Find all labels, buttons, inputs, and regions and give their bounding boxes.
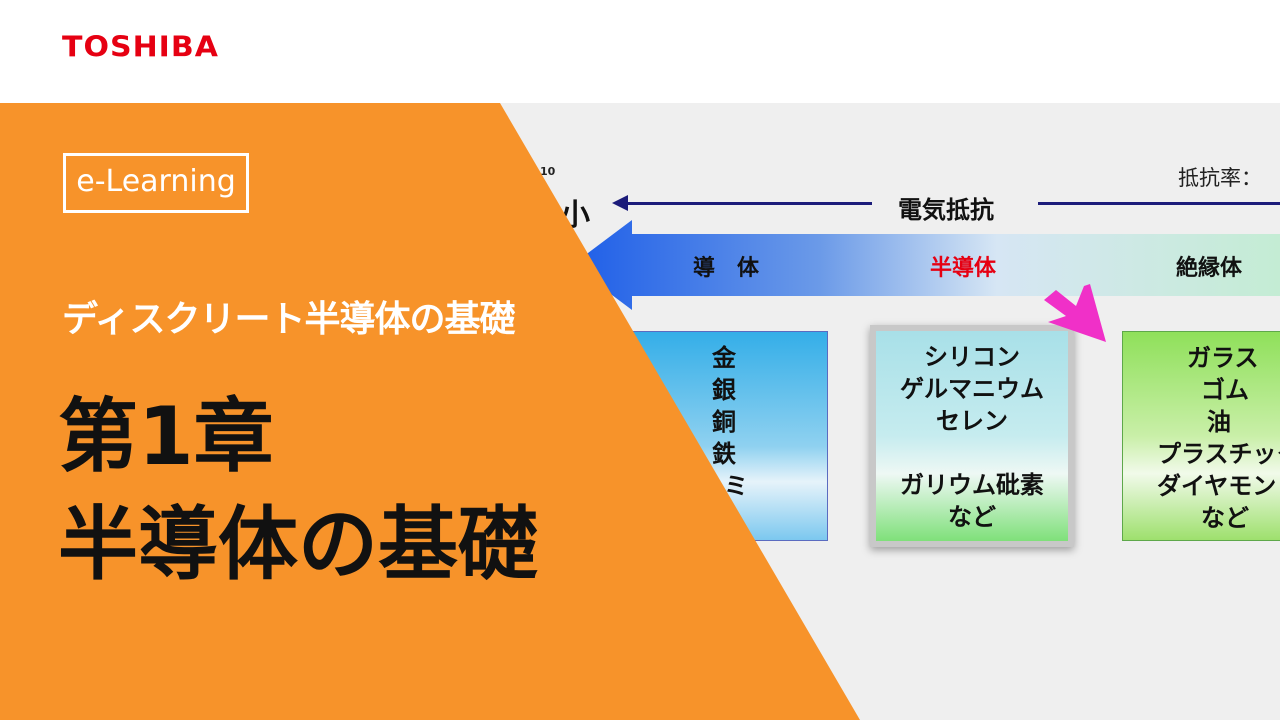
list-item: 金: [712, 344, 736, 372]
list-item: シリコン: [924, 343, 1020, 371]
list-item: 銀: [712, 376, 736, 404]
classification-band: [572, 220, 1280, 310]
semiconductor-label: 半導体: [930, 256, 997, 281]
elearning-badge: e-Learning: [63, 153, 249, 213]
list-item: 銅: [712, 408, 736, 436]
list-item: [876, 437, 1068, 469]
course-subtitle: ディスクリート半導体の基礎: [62, 299, 515, 340]
list-item: 鉄: [712, 440, 736, 468]
insulator-label: 絶縁体: [1176, 256, 1243, 281]
arrow-line-left: [626, 202, 872, 205]
arrow-line-right: [1038, 202, 1280, 205]
semiconductor-box: シリコン ゲルマニウム セレン ガリウム砒素 など: [870, 325, 1074, 547]
toshiba-logo: TOSHIBA: [62, 30, 219, 65]
list-item: ゲルマニウム: [900, 375, 1044, 403]
pointer-arrow-icon: [1044, 284, 1106, 342]
list-item: 油: [1207, 408, 1231, 436]
insulator-box: ガラス ゴム 油 プラスチック ダイヤモンド など: [1122, 331, 1280, 541]
list-item: ガラス: [1187, 344, 1259, 372]
list-item: など: [1201, 504, 1249, 532]
conductor-label: 導 体: [693, 256, 760, 281]
exponent-label: 10: [540, 165, 556, 178]
resistivity-label: 抵抗率：: [1178, 166, 1262, 190]
header: TOSHIBA: [0, 0, 1280, 103]
electric-resistance-label: 電気抵抗: [898, 196, 994, 224]
list-item: ダイヤモンド: [1157, 472, 1280, 500]
list-item: プラスチック: [1157, 440, 1280, 468]
list-item: ガリウム砒素: [900, 471, 1044, 499]
chapter-name: 半導体の基礎: [58, 498, 538, 591]
orange-overlay: [0, 103, 860, 720]
list-item: ゴム: [1201, 376, 1249, 404]
list-item: セレン: [936, 407, 1008, 435]
list-item: など: [948, 503, 996, 531]
arrow-left-icon: [612, 195, 628, 211]
chapter-title: 第1章: [58, 390, 274, 483]
